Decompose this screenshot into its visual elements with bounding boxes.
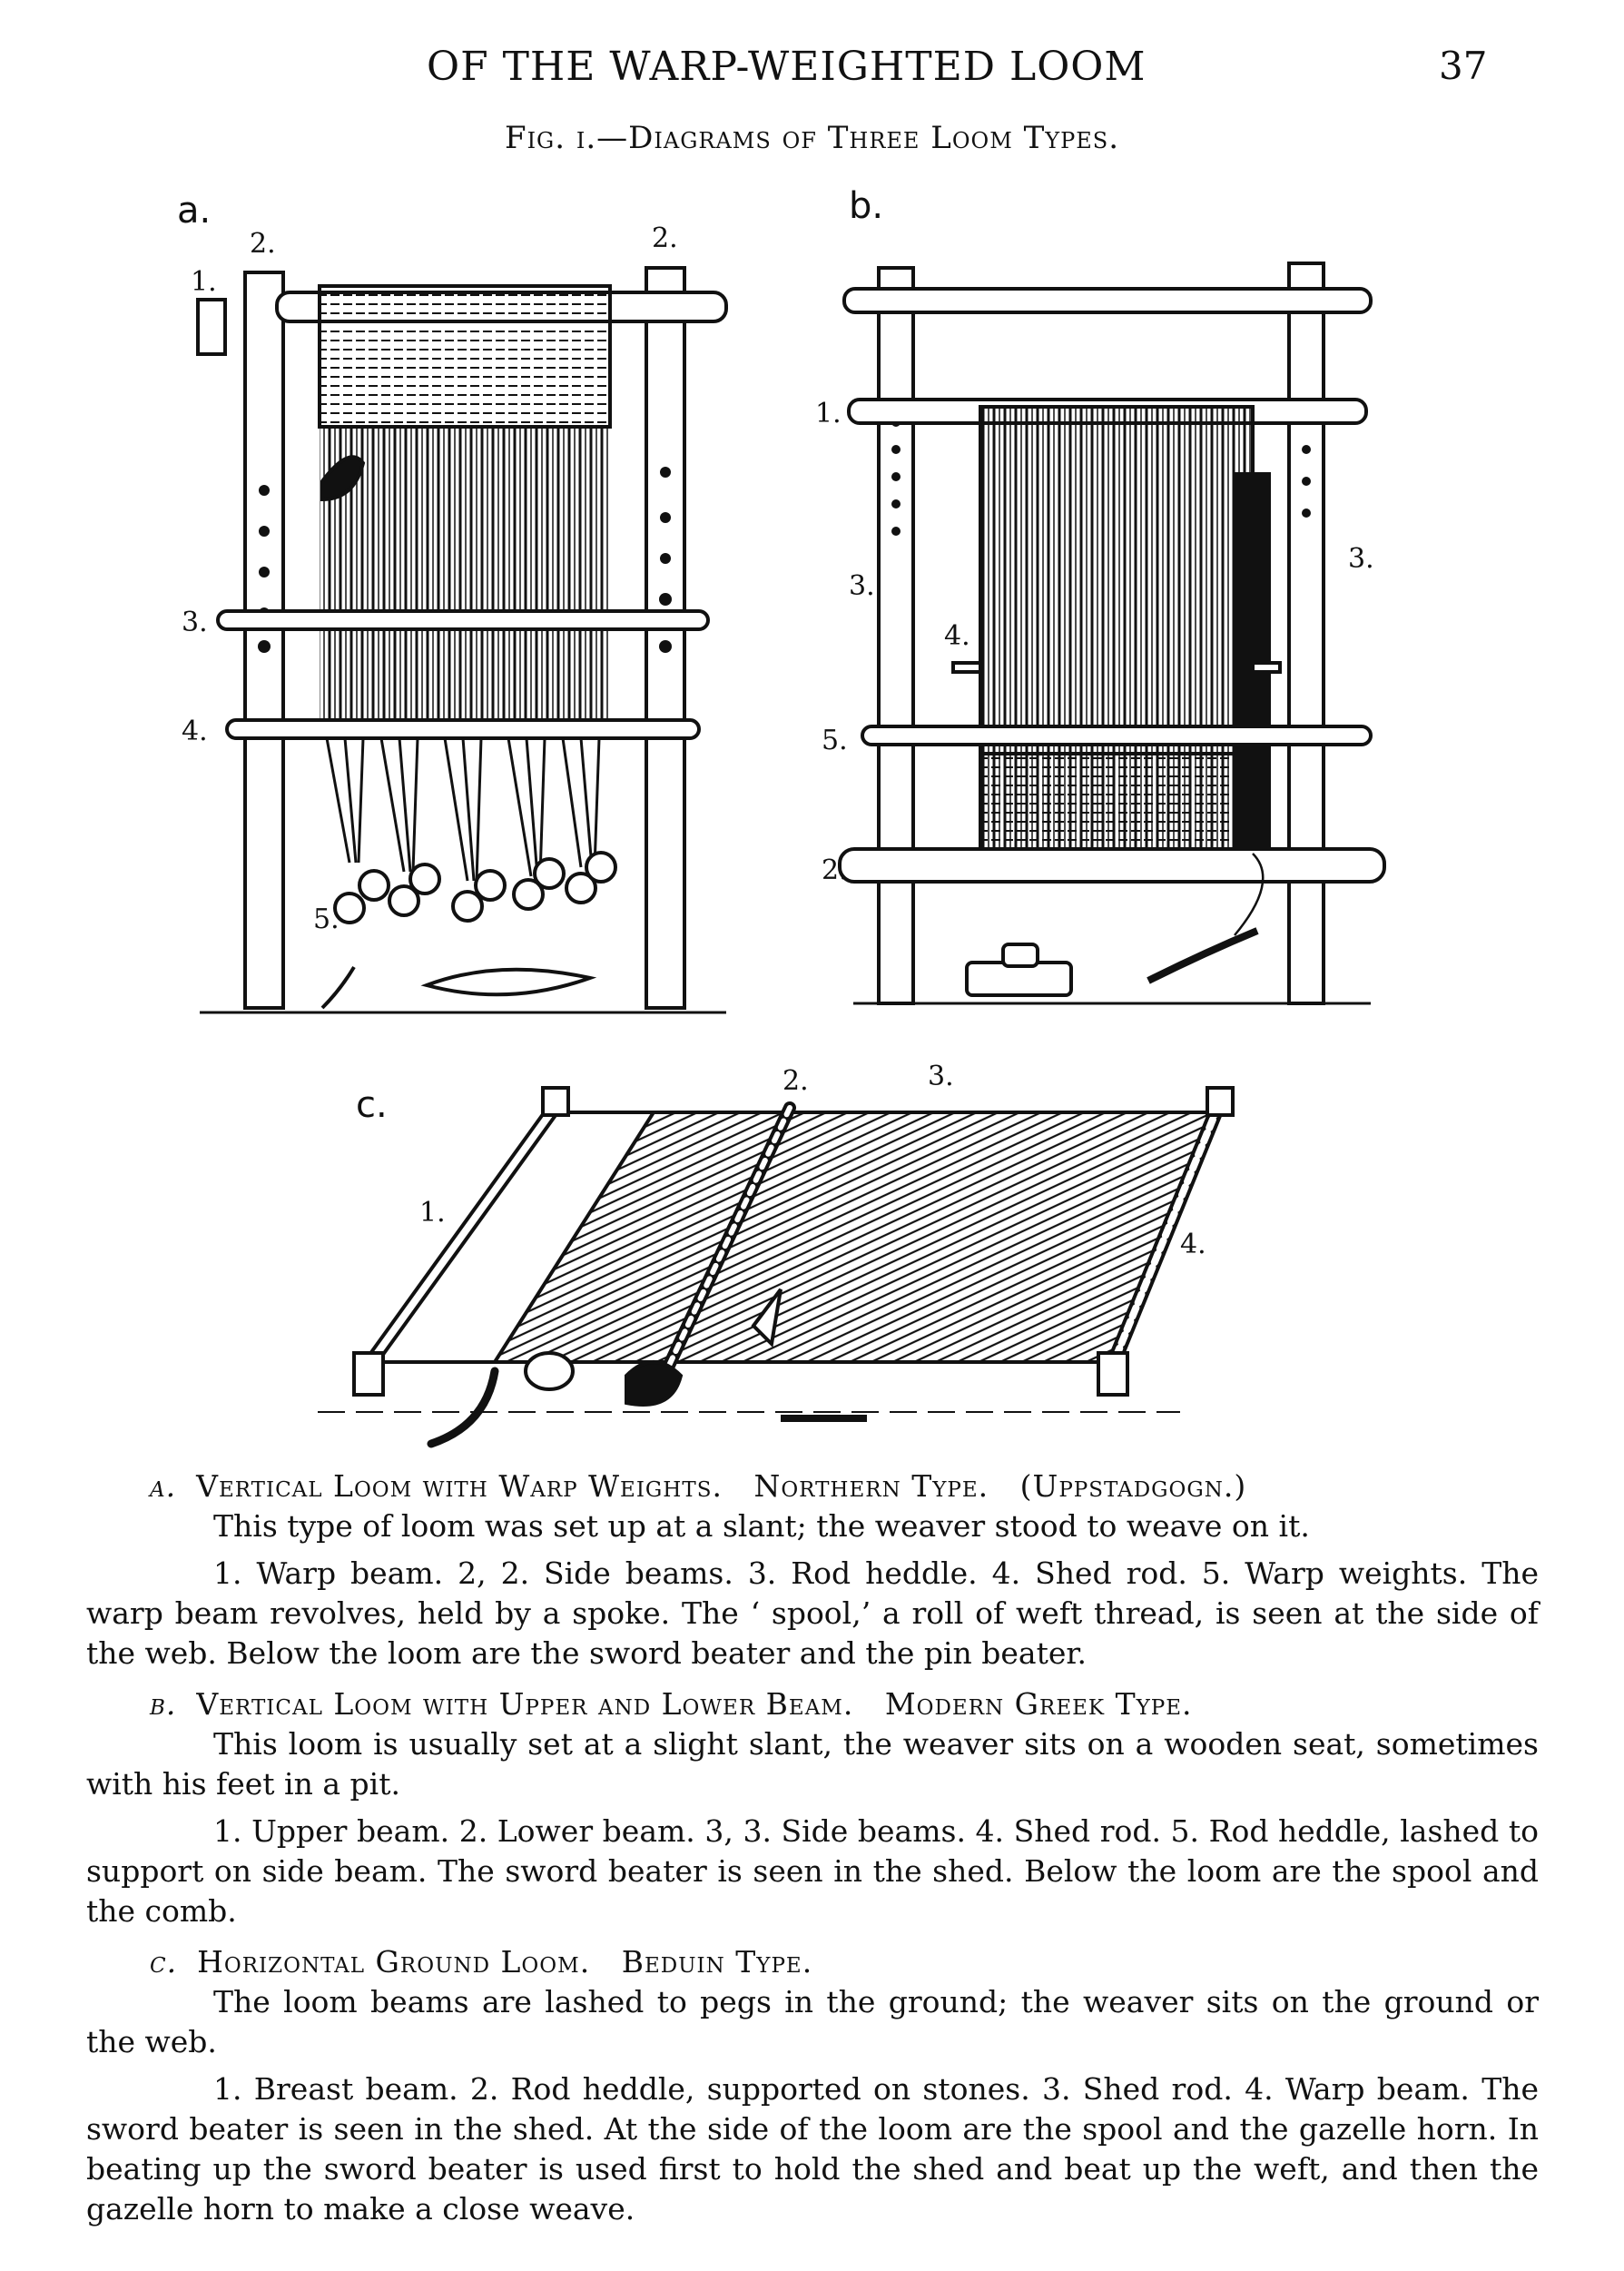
section-a: a. Vertical Loom with Warp Weights. North…: [86, 1466, 1539, 1674]
panel-c-gazelle-horn: [427, 1367, 499, 1448]
loom-illustrations: a. 1. 2. 2. 3. 4. 5.: [177, 185, 1386, 1448]
section-a-note: (Uppstadgogn.): [1019, 1468, 1247, 1504]
section-c-heading: c. Horizontal Ground Loom. Beduin Type.: [86, 1942, 1539, 1982]
panel-a-labels: a. 1. 2. 2. 3. 4. 5.: [177, 190, 678, 935]
section-b-paragraph-2: 1. Upper beam. 2. Lower beam. 3, 3. Side…: [86, 1813, 1539, 1929]
loom-figure: a. 1. 2. 2. 3. 4. 5.: [177, 185, 1386, 1448]
panel-c-label-3: 3.: [928, 1061, 954, 1092]
panel-c-label-4: 4.: [1180, 1229, 1206, 1260]
panel-a-warp-weighted-loom: [196, 266, 728, 1014]
page-number: 37: [1439, 44, 1488, 88]
panel-b-greek-loom: [838, 262, 1386, 1005]
panel-a-right-post: [645, 266, 686, 1010]
section-b-heading: b. Vertical Loom with Upper and Lower Bea…: [86, 1684, 1539, 1724]
panel-b-letter: b.: [849, 185, 883, 227]
panel-c-labels: c. 1. 2. 3. 4.: [356, 1061, 1206, 1260]
panel-a-label-2-right: 2.: [652, 222, 678, 254]
panel-a-spool: [320, 455, 366, 502]
panel-b-woven-cloth: [979, 752, 1255, 864]
panel-a-label-1: 1.: [191, 266, 217, 298]
panel-a-pin-beater: [320, 965, 356, 1010]
panel-a-letter: a.: [177, 190, 211, 232]
section-c-subtitle: Beduin Type.: [621, 1944, 813, 1980]
panel-c-letter: c.: [356, 1084, 388, 1126]
section-c-paragraph-1: The loom beams are lashed to pegs in the…: [86, 1984, 1539, 2059]
section-c: c. Horizontal Ground Loom. Beduin Type. T…: [86, 1942, 1539, 2229]
panel-a-rod-heddle: [216, 609, 710, 631]
panel-b-label-3-left: 3.: [849, 570, 875, 602]
caption-text: a. Vertical Loom with Warp Weights. North…: [86, 1466, 1539, 2240]
panel-a-left-post: [243, 271, 285, 1010]
panel-b-label-2: 2.: [822, 854, 848, 886]
panel-a-sword-beater: [420, 967, 597, 997]
section-b-paragraph-1: This loom is usually set at a slight sla…: [86, 1726, 1539, 1802]
panel-a-warp-weights: [333, 851, 617, 924]
panel-a-warp-threads: [320, 427, 610, 726]
panel-a-label-2-left: 2.: [250, 228, 276, 260]
panel-c-label-2: 2.: [782, 1065, 809, 1097]
panel-a-spoke: [196, 298, 227, 356]
panel-b-lower-beam: [838, 847, 1386, 884]
section-a-paragraph-1: This type of loom was set up at a slant;…: [213, 1508, 1310, 1544]
panel-b-label-3-right: 3.: [1348, 543, 1374, 575]
section-c-title: Horizontal Ground Loom.: [197, 1944, 591, 1980]
figure-caption: Fig. i.—Diagrams of Three Loom Types.: [504, 120, 1120, 156]
panel-b-label-4: 4.: [944, 620, 970, 652]
running-title: OF THE WARP-WEIGHTED LOOM: [427, 44, 1147, 90]
panel-c-ground-loom: [318, 1086, 1235, 1448]
panel-b-left-post: [877, 266, 915, 1005]
section-c-paragraph-2: 1. Breast beam. 2. Rod heddle, supported…: [86, 2071, 1539, 2227]
panel-b-label-1: 1.: [815, 398, 842, 430]
section-b-letter: b.: [150, 1686, 177, 1722]
section-a-subtitle: Northern Type.: [753, 1468, 989, 1504]
panel-a-label-3: 3.: [182, 607, 208, 638]
running-head: OF THE WARP-WEIGHTED LOOM 37: [0, 44, 1624, 107]
panel-b-labels: b. 1. 3. 3. 4. 5. 2.: [815, 185, 1374, 886]
panel-a-label-5: 5.: [313, 903, 340, 935]
section-a-letter: a.: [150, 1468, 177, 1504]
section-c-letter: c.: [150, 1944, 178, 1980]
section-a-title: Vertical Loom with Warp Weights.: [196, 1468, 723, 1504]
panel-c-label-1: 1.: [419, 1197, 446, 1229]
panel-a-woven-cloth: [318, 284, 612, 429]
section-b-title: Vertical Loom with Upper and Lower Beam.: [196, 1686, 854, 1722]
section-a-paragraph-2: 1. Warp beam. 2, 2. Side beams. 3. Rod h…: [86, 1555, 1539, 1671]
section-b: b. Vertical Loom with Upper and Lower Bea…: [86, 1684, 1539, 1931]
section-b-subtitle: Modern Greek Type.: [884, 1686, 1193, 1722]
panel-a-shed-rod: [225, 718, 701, 740]
panel-b-label-5: 5.: [822, 725, 848, 756]
panel-a-label-4: 4.: [182, 716, 208, 747]
section-a-heading: a. Vertical Loom with Warp Weights. North…: [86, 1466, 1539, 1506]
panel-b-top-bar: [842, 287, 1373, 314]
panel-b-spool: [1147, 927, 1259, 984]
panel-b-right-post: [1287, 262, 1325, 1005]
panel-b-rod-heddle: [861, 725, 1373, 746]
